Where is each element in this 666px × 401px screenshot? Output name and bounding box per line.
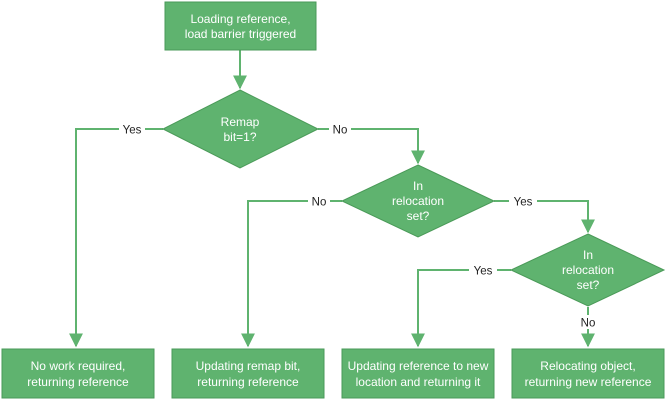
- node-relocating-line-2: returning new reference: [525, 375, 652, 389]
- decision-relocation-2-line-1: In: [583, 248, 593, 262]
- decision-relocation-2-line-2: relocation: [562, 263, 614, 277]
- edge-reloc2-yes: [411, 269, 511, 348]
- decision-remap: Remap bit=1?: [161, 89, 320, 169]
- node-update-remap-line-1: Updating remap bit,: [196, 359, 301, 373]
- decision-relocation-1-line-3: set?: [407, 209, 430, 223]
- edge-remap-no: [318, 128, 425, 165]
- label-reloc2-no: No: [581, 318, 596, 330]
- node-start-line-2: load barrier triggered: [185, 27, 296, 41]
- decision-relocation-1-line-1: In: [413, 179, 423, 193]
- decision-relocation-2-line-3: set?: [577, 278, 600, 292]
- node-update-remap-line-2: returning reference: [197, 375, 299, 389]
- edge-reloc1-no: [241, 200, 342, 348]
- node-update-reference-line-1: Updating reference to new: [348, 359, 489, 373]
- node-no-work-line-2: returning reference: [27, 375, 129, 389]
- node-no-work: No work required, returning reference: [1, 348, 155, 399]
- node-relocating: Relocating object, returning new referen…: [511, 348, 665, 399]
- decision-remap-line-2: bit=1?: [223, 130, 256, 144]
- decision-remap-line-1: Remap: [221, 115, 260, 129]
- node-update-reference: Updating reference to new location and r…: [341, 348, 495, 399]
- label-remap-yes: Yes: [123, 125, 142, 137]
- node-start: Loading reference, load barrier triggere…: [164, 1, 317, 51]
- label-reloc2-yes: Yes: [474, 266, 493, 278]
- edge-remap-yes: [69, 128, 163, 348]
- node-no-work-line-1: No work required,: [31, 359, 126, 373]
- decision-relocation-1-line-2: relocation: [392, 194, 444, 208]
- decision-relocation-2: In relocation set?: [509, 233, 666, 307]
- edge-reloc1-yes: [494, 200, 595, 234]
- label-reloc1-yes: Yes: [514, 197, 533, 209]
- node-update-reference-line-2: location and returning it: [356, 375, 481, 389]
- edge-labels: Yes No No Yes Yes No: [119, 122, 599, 330]
- decision-relocation-1: In relocation set?: [340, 164, 496, 238]
- node-update-remap: Updating remap bit, returning reference: [171, 348, 325, 399]
- node-start-line-1: Loading reference,: [190, 12, 290, 26]
- node-relocating-line-1: Relocating object,: [540, 359, 635, 373]
- label-reloc1-no: No: [312, 197, 327, 209]
- label-remap-no: No: [333, 125, 348, 137]
